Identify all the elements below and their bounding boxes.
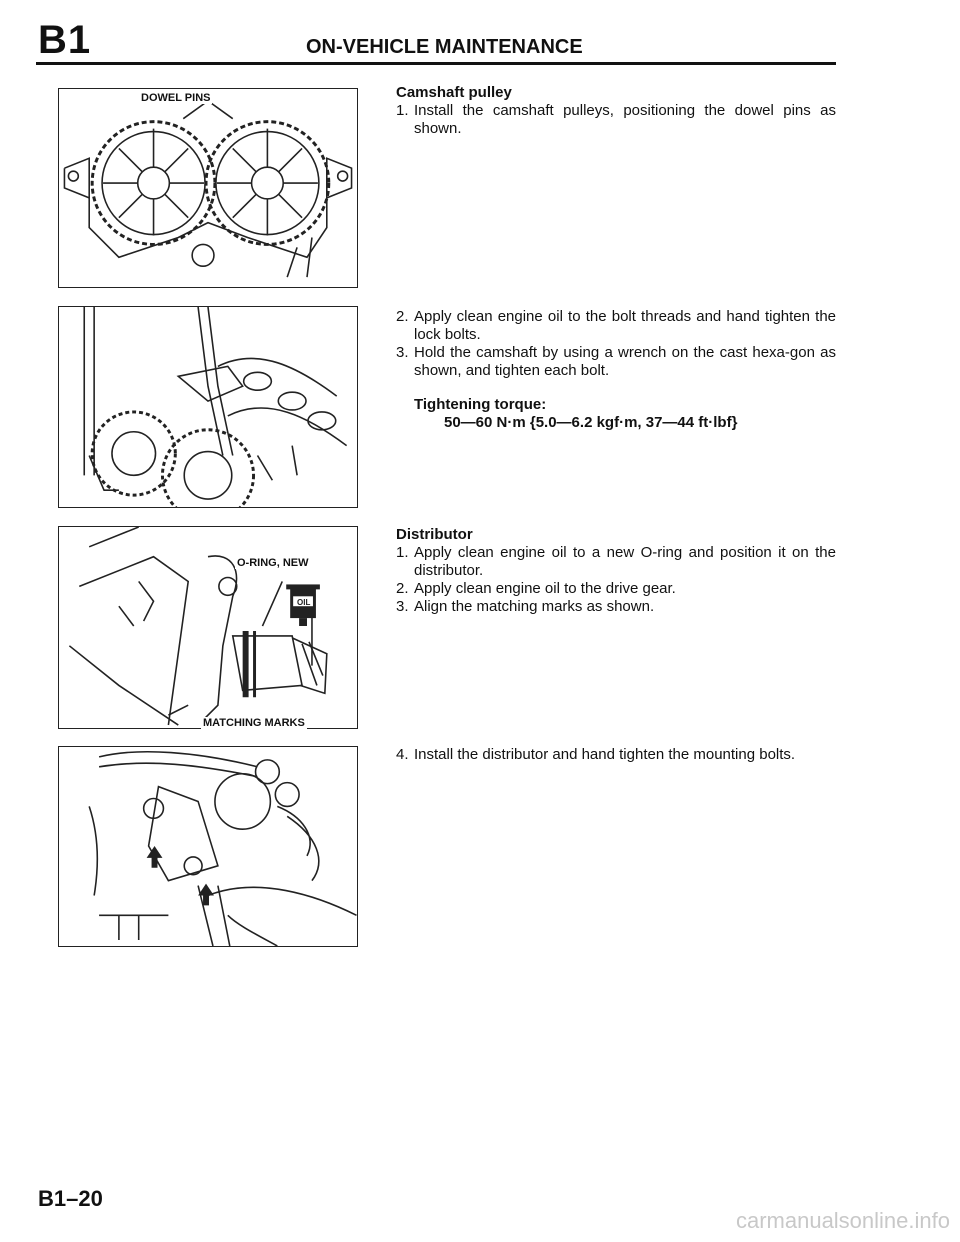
camshaft-step-1: 1. Install the camshaft pulleys, positio… — [396, 102, 836, 138]
camshaft-bolt-section: 2. Apply clean engine oil to the bolt th… — [396, 308, 836, 432]
figure-distributor-oring: O-RING, NEW MATCHING MARKS OIL — [58, 526, 358, 729]
camshaft-wrench-illustration — [83, 307, 348, 507]
oil-label: OIL — [297, 598, 311, 607]
figure-camshaft-pulleys: DOWEL PINS — [58, 88, 358, 288]
distributor-oring-illustration — [68, 527, 328, 726]
figure-distributor-mounted — [58, 746, 358, 947]
matching-marks-label: MATCHING MARKS — [201, 717, 307, 729]
step-number: 3. — [396, 344, 409, 361]
camshaft-step-3: 3. Hold the camshaft by using a wrench o… — [396, 344, 836, 380]
step-text: Hold the camshaft by using a wrench on t… — [414, 344, 836, 379]
step-number: 2. — [396, 308, 409, 325]
distributor-heading: Distributor — [396, 526, 473, 543]
distributor-step-4: 4. Install the distributor and hand tigh… — [396, 746, 836, 764]
dowel-pins-label: DOWEL PINS — [139, 92, 213, 104]
distributor-step-2: 2. Apply clean engine oil to the drive g… — [396, 580, 836, 598]
page-title: ON-VEHICLE MAINTENANCE — [306, 36, 583, 58]
figure-camshaft-wrench — [58, 306, 358, 508]
camshaft-pulleys-illustration — [63, 100, 353, 278]
step-text: Install the camshaft pulleys, positionin… — [414, 102, 836, 137]
camshaft-pulley-heading: Camshaft pulley — [396, 84, 512, 101]
step-text: Apply clean engine oil to the bolt threa… — [414, 308, 836, 343]
tightening-torque-label: Tightening torque: — [414, 396, 547, 413]
step-number: 1. — [396, 544, 409, 561]
step-number: 1. — [396, 102, 409, 119]
step-number: 3. — [396, 598, 409, 615]
step-text: Align the matching marks as shown. — [414, 598, 655, 615]
distributor-step-1: 1. Apply clean engine oil to a new O-rin… — [396, 544, 836, 580]
distributor-section: Distributor 1. Apply clean engine oil to… — [396, 526, 836, 616]
distributor-mounted-illustration — [88, 750, 357, 946]
distributor-step-3: 3. Align the matching marks as shown. — [396, 598, 836, 616]
tightening-torque-value: 50—60 N·m {5.0—6.2 kgf·m, 37—44 ft·lbf} — [444, 414, 738, 431]
page-number: B1–20 — [38, 1186, 103, 1211]
camshaft-pulley-section: Camshaft pulley 1. Install the camshaft … — [396, 84, 836, 138]
header-rule — [36, 62, 836, 65]
watermark: carmanualsonline.info — [735, 1208, 950, 1233]
section-code: B1 — [38, 18, 92, 62]
camshaft-step-2: 2. Apply clean engine oil to the bolt th… — [396, 308, 836, 344]
step-text: Apply clean engine oil to the drive gear… — [414, 580, 676, 597]
oring-new-label: O-RING, NEW — [235, 557, 311, 569]
step-number: 4. — [396, 746, 409, 763]
step-number: 2. — [396, 580, 409, 597]
step-text: Apply clean engine oil to a new O-ring a… — [414, 544, 836, 579]
distributor-install-section: 4. Install the distributor and hand tigh… — [396, 746, 836, 764]
step-text: Install the distributor and hand tighten… — [414, 746, 796, 763]
